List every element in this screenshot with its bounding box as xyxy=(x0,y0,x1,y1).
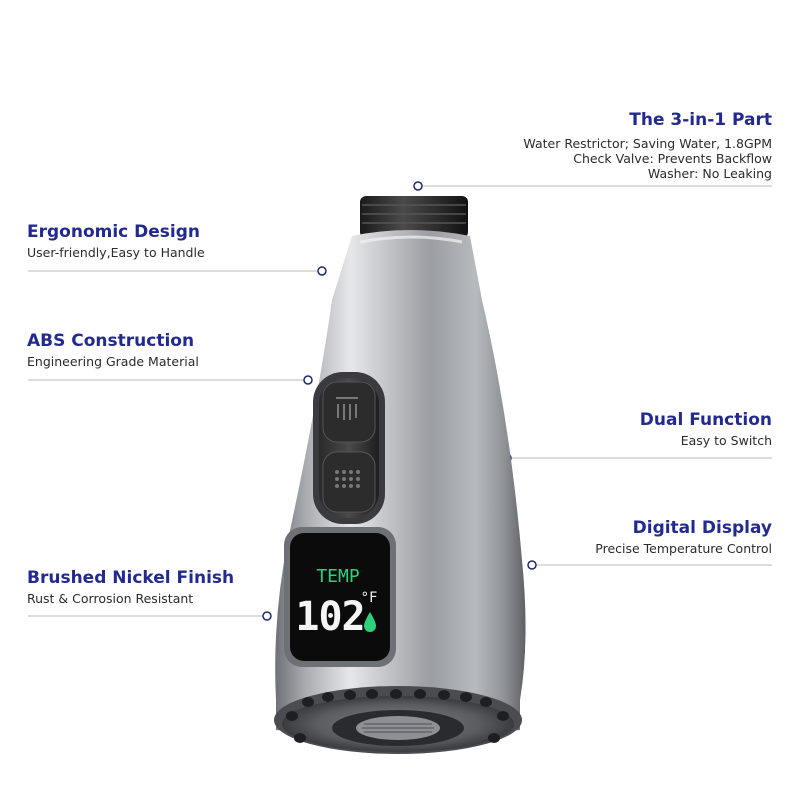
callout-dual-desc: Easy to Switch xyxy=(680,433,772,448)
callout-abs: ABS Construction Engineering Grade Mater… xyxy=(27,331,199,369)
mode-switch-button xyxy=(313,372,385,524)
callout-3in1-line-3: Washer: No Leaking xyxy=(647,166,772,181)
callout-digital-title: Digital Display xyxy=(632,518,772,538)
stream-mode-icon xyxy=(336,397,358,420)
callout-3in1-line-2: Check Valve: Prevents Backflow xyxy=(573,151,772,166)
callout-digital: Digital Display Precise Temperature Cont… xyxy=(595,518,772,556)
thread-connector xyxy=(360,196,468,238)
callout-3in1: The 3-in-1 Part Water Restrictor; Saving… xyxy=(523,110,772,181)
callout-leader-lines xyxy=(28,185,772,617)
spray-mode-icon xyxy=(335,470,360,488)
digital-display: TEMP 102 °F xyxy=(284,527,396,667)
spray-nozzle-ring xyxy=(286,689,509,743)
callout-ergonomic-title: Ergonomic Design xyxy=(27,222,201,242)
callout-abs-title: ABS Construction xyxy=(27,331,195,351)
display-label: TEMP xyxy=(316,566,360,587)
callout-ergonomic: Ergonomic Design User-friendly,Easy to H… xyxy=(27,222,205,260)
display-unit: °F xyxy=(361,590,378,606)
callout-nickel-title: Brushed Nickel Finish xyxy=(27,568,235,588)
callout-abs-desc: Engineering Grade Material xyxy=(27,354,199,369)
callout-digital-desc: Precise Temperature Control xyxy=(595,541,772,556)
callout-3in1-line-1: Water Restrictor; Saving Water, 1.8GPM xyxy=(523,136,772,151)
callout-3in1-title: The 3-in-1 Part xyxy=(629,110,772,130)
callout-nickel: Brushed Nickel Finish Rust & Corrosion R… xyxy=(27,568,234,606)
display-temperature-value: 102 xyxy=(295,594,364,640)
callout-nickel-desc: Rust & Corrosion Resistant xyxy=(27,591,194,606)
callout-dual-title: Dual Function xyxy=(639,410,772,430)
water-drop-icon xyxy=(364,612,376,632)
callout-dual: Dual Function Easy to Switch xyxy=(640,410,772,448)
callout-ergonomic-desc: User-friendly,Easy to Handle xyxy=(27,245,205,260)
spray-head-face xyxy=(274,686,522,754)
